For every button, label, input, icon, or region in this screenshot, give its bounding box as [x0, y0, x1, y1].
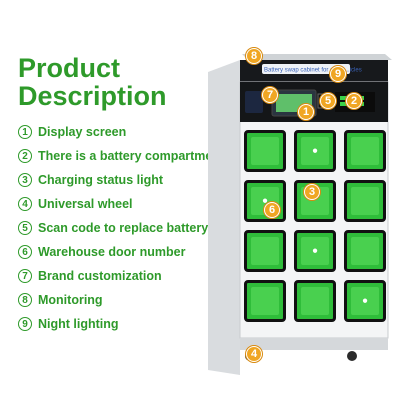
feature-label: Display screen [38, 125, 127, 139]
number-badge: 4 [18, 197, 32, 211]
number-badge: 9 [18, 317, 32, 331]
cabinet-side [208, 60, 240, 375]
battery-door [294, 280, 336, 322]
door-panel [301, 287, 329, 315]
cabinet-illustration: Battery swap cabinet for ele... ...icles… [200, 40, 400, 400]
feature-label: Universal wheel [38, 197, 133, 211]
battery-door: ● [344, 280, 386, 322]
door-number-icon: ● [311, 245, 319, 257]
number-badge: 5 [18, 221, 32, 235]
callout-marker-5: 5 [320, 93, 336, 109]
page-title: Product Description [18, 54, 167, 110]
feature-item: 8 Monitoring [18, 288, 224, 312]
battery-door: ● [294, 230, 336, 272]
title-line-2: Description [18, 81, 167, 111]
battery-door [344, 180, 386, 222]
door-panel [301, 237, 329, 265]
door-panel [251, 287, 279, 315]
feature-item: 1 Display screen [18, 120, 224, 144]
feature-item: 4 Universal wheel [18, 192, 224, 216]
feature-label: Brand customization [38, 269, 162, 283]
status-bar [340, 96, 350, 100]
battery-door [244, 230, 286, 272]
feature-label: There is a battery compartment [38, 149, 225, 163]
battery-door: ● [294, 130, 336, 172]
feature-label: Charging status light [38, 173, 163, 187]
wheel-icon [347, 351, 357, 361]
callout-marker-2: 2 [346, 93, 362, 109]
door-panel [351, 237, 379, 265]
title-line-1: Product [18, 53, 121, 83]
sign-text: Battery swap cabinet for ele... ...icles [264, 68, 362, 74]
sign-panel [262, 64, 350, 74]
feature-item: 2 There is a battery compartment [18, 144, 224, 168]
battery-door [244, 280, 286, 322]
callout-marker-6: 6 [264, 202, 280, 218]
feature-label: Monitoring [38, 293, 103, 307]
number-badge: 3 [18, 173, 32, 187]
battery-door [344, 130, 386, 172]
cabinet-base [240, 338, 388, 350]
number-badge: 8 [18, 293, 32, 307]
callout-marker-1: 1 [298, 104, 314, 120]
callout-marker-4: 4 [246, 346, 262, 362]
door-panel [351, 287, 379, 315]
door-number-icon: ● [261, 195, 269, 207]
feature-label: Warehouse door number [38, 245, 186, 259]
number-badge: 2 [18, 149, 32, 163]
feature-item: 6 Warehouse door number [18, 240, 224, 264]
callout-marker-3: 3 [304, 184, 320, 200]
feature-item: 9 Night lighting [18, 312, 224, 336]
sign-top [242, 54, 392, 60]
feature-item: 3 Charging status light [18, 168, 224, 192]
door-panel [251, 237, 279, 265]
feature-label: Night lighting [38, 317, 119, 331]
door-panel [251, 137, 279, 165]
feature-label: Scan code to replace battery [38, 221, 209, 235]
feature-list: 1 Display screen 2 There is a battery comp… [18, 120, 224, 336]
status-bar [340, 102, 350, 106]
door-number-icon: ● [311, 145, 319, 157]
callout-marker-9: 9 [330, 66, 346, 82]
number-badge: 1 [18, 125, 32, 139]
feature-item: 7 Brand customization [18, 264, 224, 288]
feature-item: 5 Scan code to replace battery [18, 216, 224, 240]
callout-marker-7: 7 [262, 87, 278, 103]
door-number-icon: ● [361, 295, 369, 307]
door-panel [351, 187, 379, 215]
battery-door: ● [244, 180, 286, 222]
door-panel [351, 137, 379, 165]
number-badge: 7 [18, 269, 32, 283]
battery-door [344, 230, 386, 272]
number-badge: 6 [18, 245, 32, 259]
callout-marker-8: 8 [246, 48, 262, 64]
brand-panel [245, 91, 263, 113]
battery-door [244, 130, 286, 172]
door-panel [301, 137, 329, 165]
